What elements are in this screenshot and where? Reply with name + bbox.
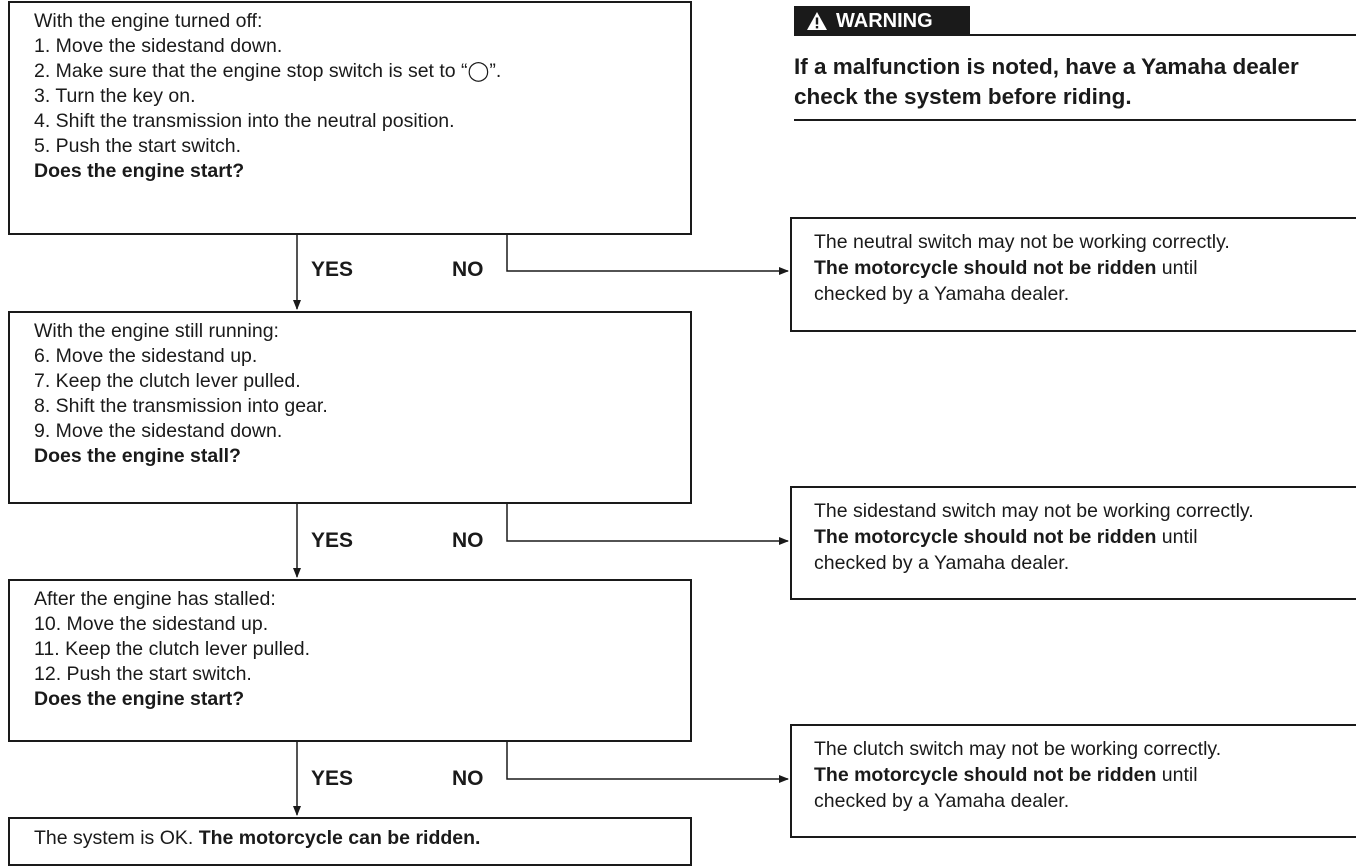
- warning-triangle-icon: [807, 12, 827, 30]
- box3-line: 12. Push the start switch.: [34, 663, 252, 685]
- step-box-1: With the engine turned off: 1. Move the …: [8, 1, 692, 235]
- outcome-bold: The motorcycle should not be ridden: [814, 526, 1157, 548]
- outcome-line: checked by a Yamaha dealer.: [814, 283, 1070, 305]
- box3-line: 11. Keep the clutch lever pulled.: [34, 638, 311, 660]
- box1-line: 3. Turn the key on.: [34, 85, 196, 107]
- outcome-box-neutral: The neutral switch may not be working co…: [790, 217, 1356, 332]
- box1-question: Does the engine start?: [34, 160, 245, 182]
- result-box: The system is OK. The motorcycle can be …: [8, 817, 692, 866]
- result-text: The system is OK. The motorcycle can be …: [34, 826, 680, 851]
- box1-line: 4. Shift the transmission into the neutr…: [34, 110, 455, 132]
- outcome-box-sidestand: The sidestand switch may not be working …: [790, 486, 1356, 600]
- box1-line: 1. Move the sidestand down.: [34, 35, 283, 57]
- no-label-2: NO: [452, 529, 484, 552]
- outcome-rest: until: [1156, 764, 1198, 786]
- box1-line: 2. Make sure that the engine stop switch…: [34, 60, 502, 82]
- outcome-bold: The motorcycle should not be ridden: [814, 257, 1157, 279]
- no-connector-1: [506, 235, 789, 275]
- no-connector-2: [506, 504, 789, 545]
- warning-divider-top: [970, 34, 1356, 36]
- outcome-rest: until: [1156, 257, 1198, 279]
- box3-line: After the engine has stalled:: [34, 588, 276, 610]
- warning-text: If a malfunction is noted, have a Yamaha…: [794, 54, 1299, 109]
- yes-label-1: YES: [311, 258, 354, 281]
- outcome-line: The neutral switch may not be working co…: [814, 231, 1230, 253]
- outcome-line: The motorcycle should not be ridden unti…: [814, 255, 1356, 281]
- yes-label-2: YES: [311, 529, 354, 552]
- outcome-line: The sidestand switch may not be working …: [814, 500, 1254, 522]
- outcome-bold: The motorcycle should not be ridden: [814, 764, 1157, 786]
- result-prefix: The system is OK.: [34, 827, 199, 849]
- box3-question: Does the engine start?: [34, 688, 245, 710]
- no-label-1: NO: [452, 258, 484, 281]
- outcome-box-clutch: The clutch switch may not be working cor…: [790, 724, 1356, 838]
- box2-line: 7. Keep the clutch lever pulled.: [34, 370, 301, 392]
- box2-line: With the engine still running:: [34, 320, 279, 342]
- box2-line: 9. Move the sidestand down.: [34, 420, 283, 442]
- warning-badge: WARNING: [794, 6, 970, 36]
- step-box-2: With the engine still running: 6. Move t…: [8, 311, 692, 504]
- no-connector-3: [506, 742, 789, 783]
- step-box-3: After the engine has stalled: 10. Move t…: [8, 579, 692, 742]
- box3-line: 10. Move the sidestand up.: [34, 613, 269, 635]
- outcome-rest: until: [1156, 526, 1198, 548]
- box1-line: With the engine turned off:: [34, 10, 263, 32]
- no-label-3: NO: [452, 767, 484, 790]
- outcome-line: The motorcycle should not be ridden unti…: [814, 762, 1356, 788]
- outcome-line: The motorcycle should not be ridden unti…: [814, 524, 1356, 550]
- box2-question: Does the engine stall?: [34, 445, 241, 467]
- outcome-line: The clutch switch may not be working cor…: [814, 738, 1222, 760]
- box2-line: 6. Move the sidestand up.: [34, 345, 258, 367]
- box1-line: 5. Push the start switch.: [34, 135, 242, 157]
- box2-line: 8. Shift the transmission into gear.: [34, 395, 328, 417]
- outcome-line: checked by a Yamaha dealer.: [814, 790, 1070, 812]
- warning-title: WARNING: [836, 9, 933, 32]
- result-bold: The motorcycle can be ridden.: [198, 827, 481, 849]
- yes-label-3: YES: [311, 767, 354, 790]
- warning-divider-bottom: [794, 119, 1356, 121]
- outcome-line: checked by a Yamaha dealer.: [814, 552, 1070, 574]
